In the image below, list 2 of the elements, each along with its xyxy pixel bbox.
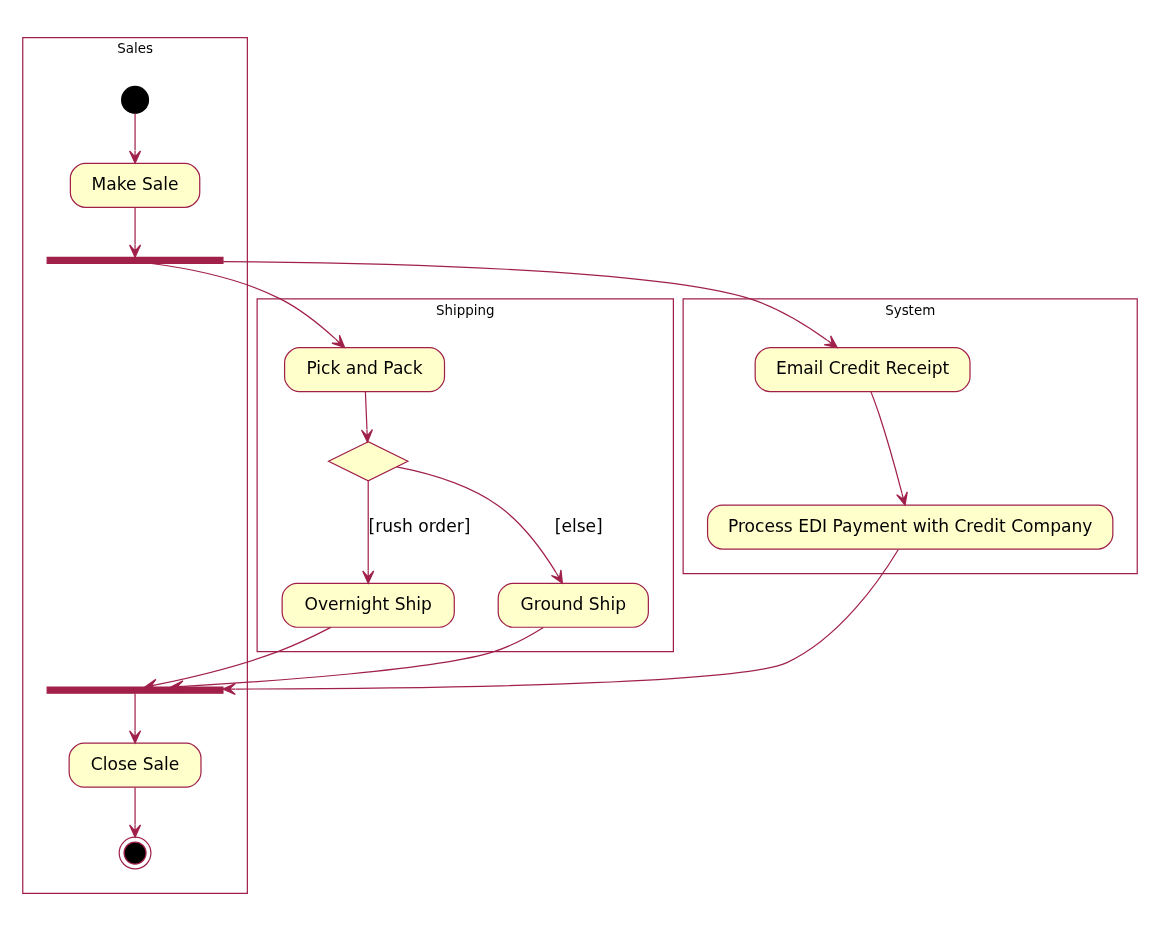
edge-label: [else] (554, 515, 603, 536)
edge-label: [rush order] (368, 515, 471, 536)
